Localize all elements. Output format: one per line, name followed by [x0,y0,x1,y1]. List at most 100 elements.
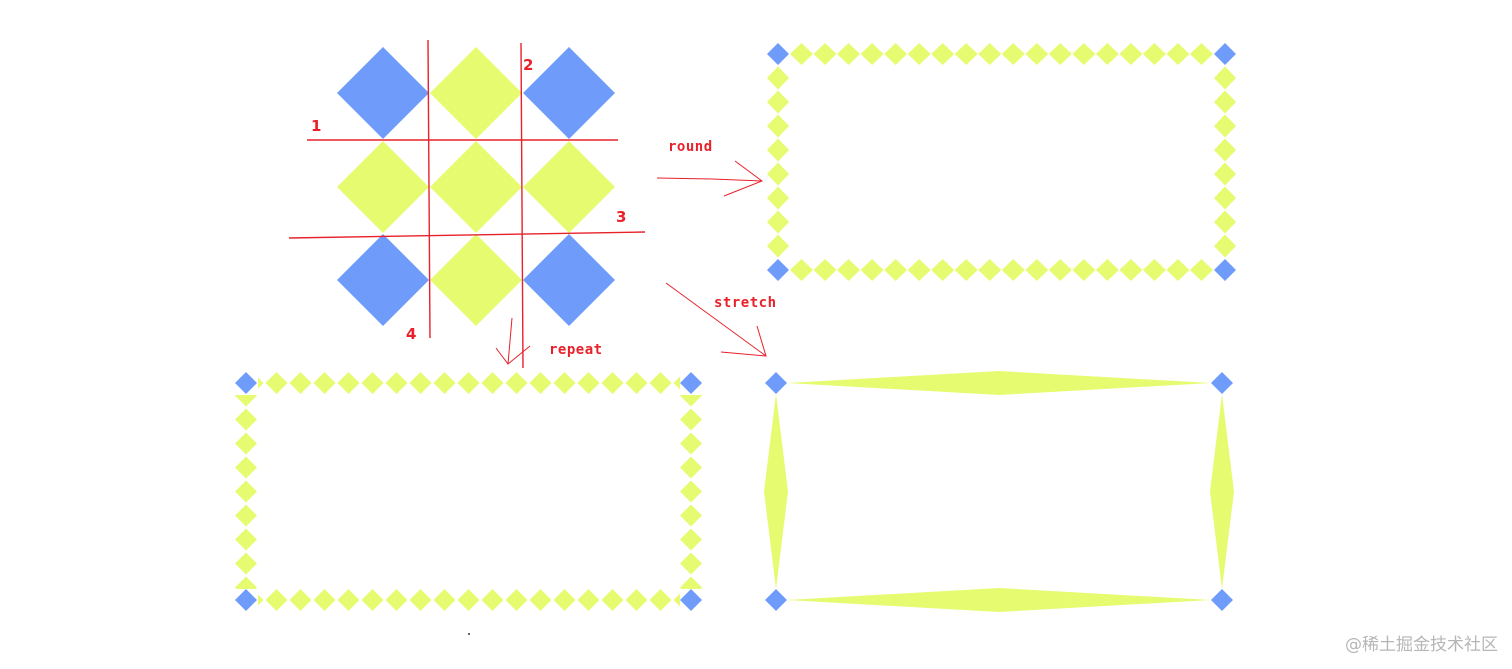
stretch-left-edge [764,394,788,589]
repeat-edge-diamond [235,480,257,503]
repeat-edge-diamond [553,372,576,394]
round-corner-diamond [1214,43,1236,65]
round-edge-diamond [954,259,978,281]
repeat-edge-diamond [577,372,600,394]
repeat-edge-diamond [601,589,624,611]
slice-label-4: 4 [406,325,417,343]
repeat-edge-diamond [337,372,360,394]
repeat-edge-diamond [313,372,336,394]
repeat-edge-diamond [235,408,257,431]
repeat-edge-diamond [235,456,257,479]
round-edge-diamond [790,43,814,65]
round-edge-diamond [931,259,955,281]
round-edge-diamond [1048,43,1072,65]
round-edge-diamond [1214,138,1236,162]
repeat-edge-diamond [673,593,680,607]
source-diamond-blue [337,47,429,139]
repeat-edge-diamond [529,372,552,394]
round-edge-diamond [1214,162,1236,186]
round-edge-diamond [860,43,884,65]
repeat-edge-diamond [265,589,288,611]
source-tile-grid [337,47,615,326]
round-edge-diamond [1072,43,1096,65]
stretch-corner-diamond [1211,372,1233,394]
stretch-label: stretch [714,295,777,311]
repeat-edge-diamond [457,372,480,394]
repeat-corner-diamond [235,589,257,611]
round-edge-diamond [767,114,789,138]
stretch-right-edge [1210,394,1234,589]
round-edge-diamond [1214,90,1236,114]
repeat-edge-diamond [258,594,264,606]
stretch-corner-diamond [765,589,787,611]
repeat-border-panel [235,372,702,611]
round-edge-diamond [978,43,1002,65]
stretch-top-edge [787,371,1211,395]
round-edge-diamond [1095,259,1119,281]
repeat-label: repeat [549,342,603,358]
repeat-edge-diamond [235,528,257,551]
round-edge-diamond [1214,186,1236,210]
repeat-corner-diamond [235,372,257,394]
source-diamond-yellow [430,141,522,233]
round-edge-diamond [1025,259,1049,281]
repeat-edge-diamond [385,372,408,394]
round-edge-diamond [767,138,789,162]
source-diamond-blue [523,234,615,326]
repeat-edge-diamond [409,372,432,394]
slice-label-2: 2 [523,56,534,74]
repeat-edge-diamond [505,372,528,394]
round-edge-diamond [907,259,931,281]
repeat-edge-diamond [481,372,504,394]
round-edge-diamond [1166,259,1190,281]
round-edge-diamond [767,210,789,234]
round-edge-diamond [813,259,837,281]
round-corner-diamond [1214,259,1236,281]
repeat-edge-diamond [680,552,702,575]
repeat-edge-diamond [433,589,456,611]
repeat-edge-diamond [649,589,672,611]
round-edge-diamond [907,43,931,65]
repeat-edge-diamond [680,408,702,431]
repeat-edge-diamond [680,528,702,551]
repeat-arrow [495,317,531,365]
round-edge-diamond [954,43,978,65]
round-edge-diamond [837,43,861,65]
round-edge-diamond [1189,43,1213,65]
repeat-edge-diamond [505,589,528,611]
repeat-corner-diamond [680,589,702,611]
round-edge-diamond [767,66,789,90]
repeat-edge-diamond [235,552,257,575]
repeat-edge-diamond [313,589,336,611]
round-corner-diamond [767,43,789,65]
round-edge-diamond [1119,259,1143,281]
round-edge-diamond [837,259,861,281]
round-edge-diamond [1095,43,1119,65]
repeat-edge-diamond [409,589,432,611]
repeat-edge-diamond [457,589,480,611]
repeat-edge-diamond [649,372,672,394]
repeat-edge-diamond [553,589,576,611]
repeat-edge-diamond [680,456,702,479]
repeat-edge-diamond [680,395,702,407]
source-diamond-yellow [430,47,522,139]
round-edge-diamond [1142,259,1166,281]
watermark: @稀土掘金技术社区 [1345,635,1498,655]
source-diamond-yellow [337,141,429,233]
repeat-edge-diamond [289,589,312,611]
repeat-edge-diamond [529,589,552,611]
slice-label-3: 3 [616,208,627,226]
round-arrow [656,160,764,197]
stretch-corner-diamond [765,372,787,394]
round-edge-diamond [1001,259,1025,281]
round-label: round [668,139,713,155]
round-edge-diamond [767,90,789,114]
round-edge-diamond [860,259,884,281]
repeat-edge-diamond [577,589,600,611]
repeat-edge-diamond [289,372,312,394]
round-edge-diamond [978,259,1002,281]
repeat-edge-diamond [265,372,288,394]
round-edge-diamond [884,259,908,281]
repeat-edge-diamond [680,432,702,455]
repeat-edge-diamond [361,372,384,394]
